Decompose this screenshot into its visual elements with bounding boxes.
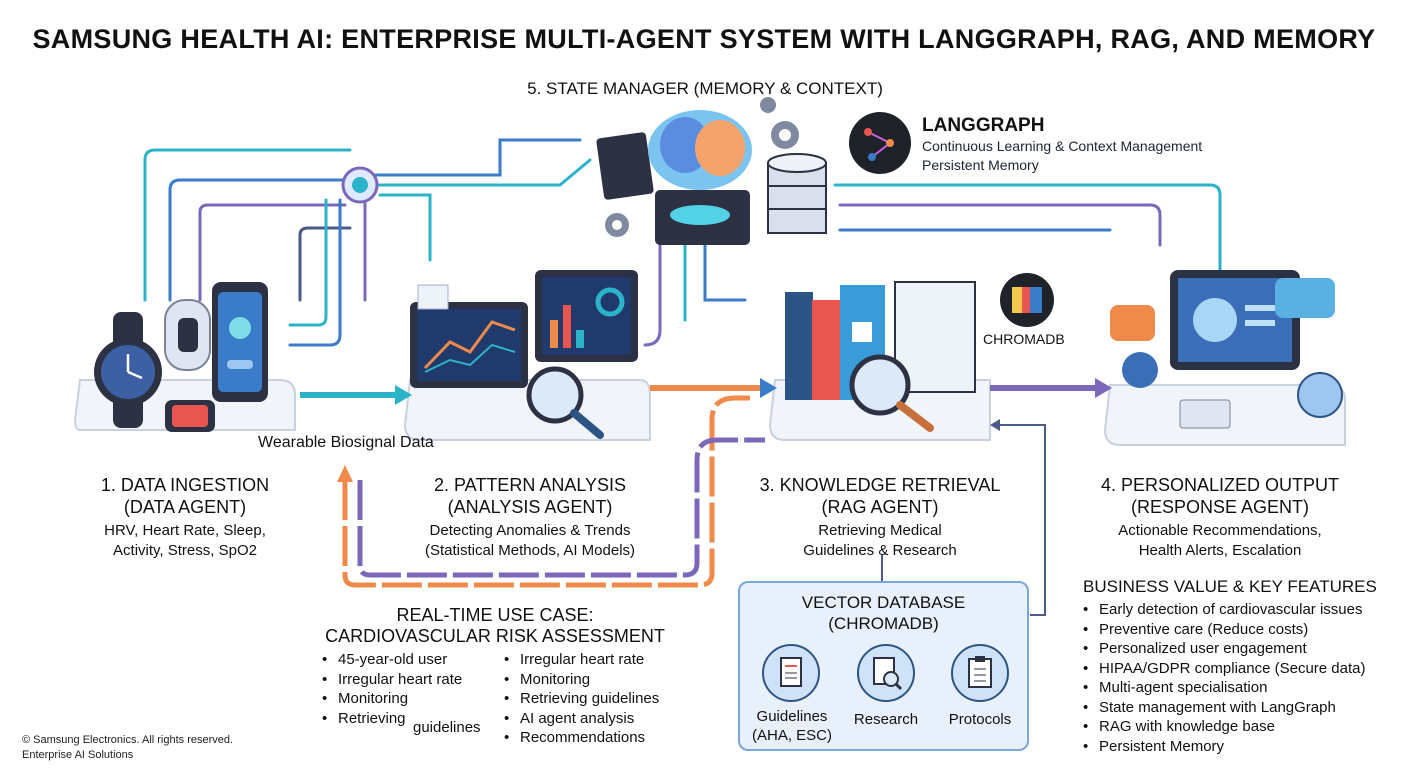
- stage-desc: Detecting Anomalies & Trends: [429, 522, 631, 539]
- list-item: Multi-agent specialisation: [1083, 678, 1403, 698]
- list-item: Irregular heart rate: [322, 670, 507, 690]
- list-item-extra: guidelines: [413, 719, 481, 736]
- list-item: HIPAA/GDPR compliance (Secure data): [1083, 659, 1403, 679]
- vdb-item-sublabel: (AHA, ESC): [751, 727, 832, 744]
- list-item: 45-year-old user: [322, 650, 507, 670]
- langgraph-desc-2: Persistent Memory: [922, 157, 1039, 173]
- list-item: Irregular heart rate: [504, 650, 689, 670]
- brain-chip-icon: [596, 110, 752, 245]
- state-manager-title: 5. STATE MANAGER (MEMORY & CONTEXT): [527, 79, 883, 98]
- stage-subheading: (RAG AGENT): [821, 497, 939, 517]
- smartphone-icon: [212, 282, 268, 402]
- stage-data-ingestion: 1. DATA INGESTION (DATA AGENT) HRV, Hear…: [60, 474, 310, 561]
- database-icon: [767, 153, 827, 234]
- footer-subtitle: Enterprise AI Solutions: [22, 749, 134, 761]
- vdb-item-guidelines: Guidelines (AHA, ESC): [742, 707, 842, 745]
- copyright-text: © Samsung Electronics. All rights reserv…: [22, 734, 234, 746]
- heart-sensor-icon: [165, 400, 215, 432]
- gear-icon: [605, 97, 799, 237]
- ai-monitor-icon: [1170, 270, 1343, 429]
- flow-arrows: [300, 385, 1095, 398]
- business-value-list: Early detection of cardiovascular issues…: [1083, 600, 1403, 756]
- stage-pattern-analysis: 2. PATTERN ANALYSIS (ANALYSIS AGENT) Det…: [385, 474, 675, 561]
- chromadb-logo: [1000, 273, 1054, 327]
- stage-desc: Retrieving Medical: [818, 522, 942, 539]
- langgraph-desc-1: Continuous Learning & Context Management: [922, 138, 1203, 154]
- robot-icon: [1122, 352, 1158, 388]
- stage-heading: 3. KNOWLEDGE RETRIEVAL: [759, 475, 1001, 495]
- vdb-item-protocols: Protocols: [948, 711, 1012, 728]
- smartwatch-icon: [94, 312, 162, 428]
- flow-label: Wearable Biosignal Data: [258, 434, 434, 451]
- stage-subheading: (DATA AGENT): [123, 497, 247, 517]
- langgraph-title: LANGGRAPH: [922, 115, 1045, 136]
- stage-desc: (Statistical Methods, AI Models): [424, 542, 636, 559]
- list-item: State management with LangGraph: [1083, 698, 1403, 718]
- use-case-title: REAL-TIME USE CASE: CARDIOVASCULAR RISK …: [300, 605, 690, 647]
- chromadb-label: CHROMADB: [983, 331, 1065, 347]
- stage-desc: Health Alerts, Escalation: [1138, 542, 1302, 559]
- page-title: SAMSUNG HEALTH AI: ENTERPRISE MULTI-AGEN…: [32, 24, 1376, 54]
- stage-personalized-output: 4. PERSONALIZED OUTPUT (RESPONSE AGENT) …: [1080, 474, 1360, 561]
- list-item: Monitoring: [322, 689, 507, 709]
- stage-heading: 1. DATA INGESTION: [100, 475, 270, 495]
- stage-heading: 2. PATTERN ANALYSIS: [433, 475, 627, 495]
- list-item: Early detection of cardiovascular issues: [1083, 600, 1403, 620]
- vector-database-title-line2: (CHROMADB): [828, 614, 939, 633]
- stage-desc: HRV, Heart Rate, Sleep,: [104, 522, 266, 539]
- use-case-title-line1: REAL-TIME USE CASE:: [396, 605, 594, 625]
- list-item: RAG with knowledge base: [1083, 717, 1403, 737]
- list-item: Monitoring: [504, 670, 689, 690]
- vector-database-title-line1: VECTOR DATABASE: [801, 593, 966, 612]
- vdb-item-label: Guidelines: [756, 708, 828, 725]
- langgraph-logo: [849, 112, 911, 174]
- stage-subheading: (RESPONSE AGENT): [1130, 497, 1310, 517]
- list-item: Persistent Memory: [1083, 737, 1403, 757]
- use-case-title-line2: CARDIOVASCULAR RISK ASSESSMENT: [325, 626, 665, 646]
- list-item: Personalized user engagement: [1083, 639, 1403, 659]
- books-icon: [785, 281, 976, 432]
- vector-database-title: VECTOR DATABASE (CHROMADB): [738, 592, 1029, 634]
- fitness-band-icon: [164, 299, 211, 371]
- use-case-list-2: Irregular heart rate Monitoring Retrievi…: [504, 650, 689, 748]
- stage-desc: Activity, Stress, SpO2: [113, 542, 257, 559]
- research-icon: [857, 644, 915, 702]
- list-item: Preventive care (Reduce costs): [1083, 620, 1403, 640]
- document-icon: [762, 644, 820, 702]
- list-item: Recommendations: [504, 728, 689, 748]
- list-item: Retrieving guidelines: [504, 689, 689, 709]
- clipboard-icon: [951, 644, 1009, 702]
- stage-desc: Actionable Recommendations,: [1118, 522, 1322, 539]
- magnifier-icon: [526, 366, 604, 439]
- business-value-title: BUSINESS VALUE & KEY FEATURES: [1083, 577, 1377, 596]
- vdb-item-research: Research: [853, 711, 919, 728]
- stage-desc: Guidelines & Research: [803, 542, 957, 559]
- stage-heading: 4. PERSONALIZED OUTPUT: [1100, 475, 1340, 495]
- footer: © Samsung Electronics. All rights reserv…: [22, 733, 233, 763]
- use-case-list-1: 45-year-old user Irregular heart rate Mo…: [322, 650, 507, 728]
- stage-subheading: (ANALYSIS AGENT): [447, 497, 613, 517]
- stage-knowledge-retrieval: 3. KNOWLEDGE RETRIEVAL (RAG AGENT) Retri…: [740, 474, 1020, 561]
- list-item: AI agent analysis: [504, 709, 689, 729]
- network-lines: [143, 138, 1222, 347]
- list-item: Retrieving: [322, 709, 507, 729]
- chat-bubble-icon: [1110, 278, 1335, 341]
- analysis-monitor-icon: [410, 270, 638, 388]
